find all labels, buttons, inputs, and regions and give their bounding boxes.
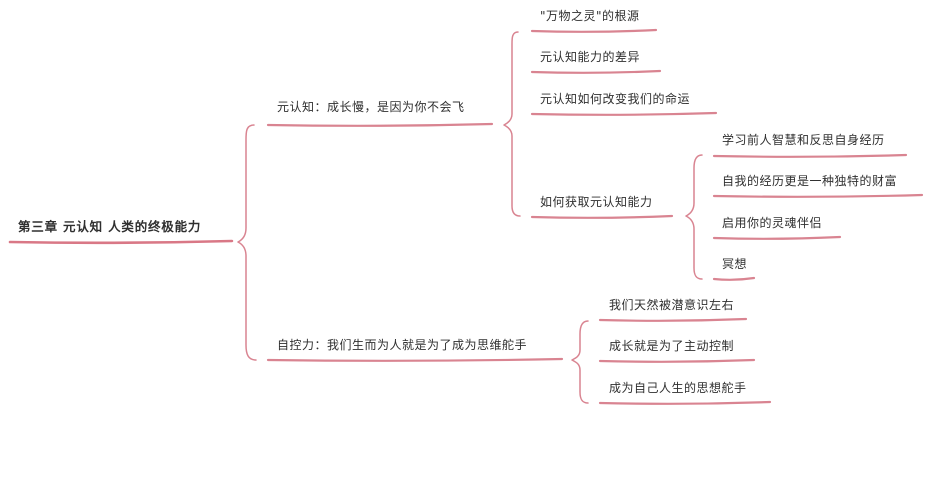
brace-branch2	[571, 320, 589, 404]
leaf-learn-reflect-node[interactable]: 学习前人智慧和反思自身经历	[722, 133, 885, 147]
leaf-active-control-node[interactable]: 成长就是为了主动控制	[609, 339, 735, 353]
leaf-1-underline	[530, 28, 658, 33]
leaf-5-3-underline	[598, 400, 772, 405]
leaf-meditation-node[interactable]: 冥想	[722, 257, 748, 271]
root-underline	[8, 239, 234, 245]
branch-self-control-node[interactable]: 自控力：我们生而为人就是为了成为思维舵手	[277, 338, 528, 352]
branch-metacognition-node[interactable]: 元认知：成长慢，是因为你不会飞	[277, 100, 465, 114]
leaf-3-underline	[530, 111, 718, 116]
leaf-change-fate-node[interactable]: 元认知如何改变我们的命运	[540, 92, 691, 106]
leaf-experience-wealth-node[interactable]: 自我的经历更是一种独特的财富	[722, 174, 898, 188]
leaf-acquire-node[interactable]: 如何获取元认知能力	[540, 195, 653, 209]
leaf-5-2-underline	[598, 358, 756, 363]
leaf-2-underline	[530, 69, 662, 74]
leaf-4-4-underline	[712, 276, 756, 281]
brace-branch1-sub	[685, 154, 703, 280]
leaf-origin-node[interactable]: "万物之灵"的根源	[540, 9, 640, 23]
leaf-subconscious-node[interactable]: 我们天然被潜意识左右	[609, 298, 735, 312]
brace-branch1	[503, 31, 521, 217]
leaf-4-1-underline	[712, 153, 908, 158]
leaf-4-underline	[530, 214, 674, 219]
leaf-5-1-underline	[598, 317, 748, 322]
leaf-difference-node[interactable]: 元认知能力的差异	[540, 50, 641, 64]
root-node[interactable]: 第三章 元认知 人类的终极能力	[18, 219, 202, 234]
branch2-underline	[266, 357, 564, 362]
branch1-underline	[266, 122, 494, 127]
leaf-thought-helmsman-node[interactable]: 成为自己人生的思想舵手	[609, 381, 747, 395]
leaf-4-3-underline	[712, 235, 842, 240]
brace-root	[237, 124, 257, 361]
leaf-soulmate-node[interactable]: 启用你的灵魂伴侣	[722, 216, 823, 230]
leaf-4-2-underline	[712, 193, 924, 198]
